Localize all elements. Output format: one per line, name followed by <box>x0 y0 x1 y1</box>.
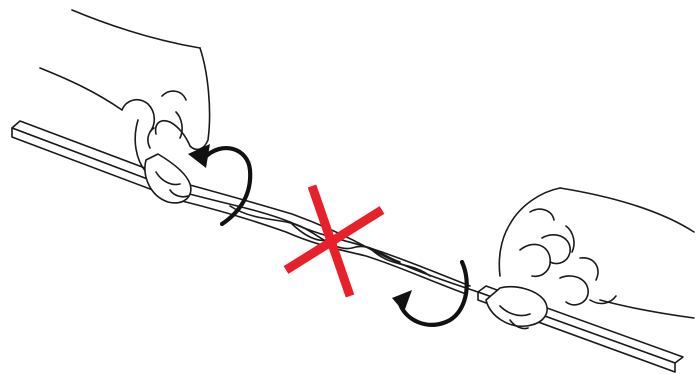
right-hand <box>486 188 694 329</box>
right-rotation-arrow <box>392 262 467 325</box>
prohibited-cross <box>286 186 382 296</box>
hand-icon <box>486 188 694 329</box>
rotate-arrow-icon <box>392 262 467 325</box>
x-cross-icon <box>286 186 382 296</box>
flat-strip-icon <box>12 121 683 372</box>
